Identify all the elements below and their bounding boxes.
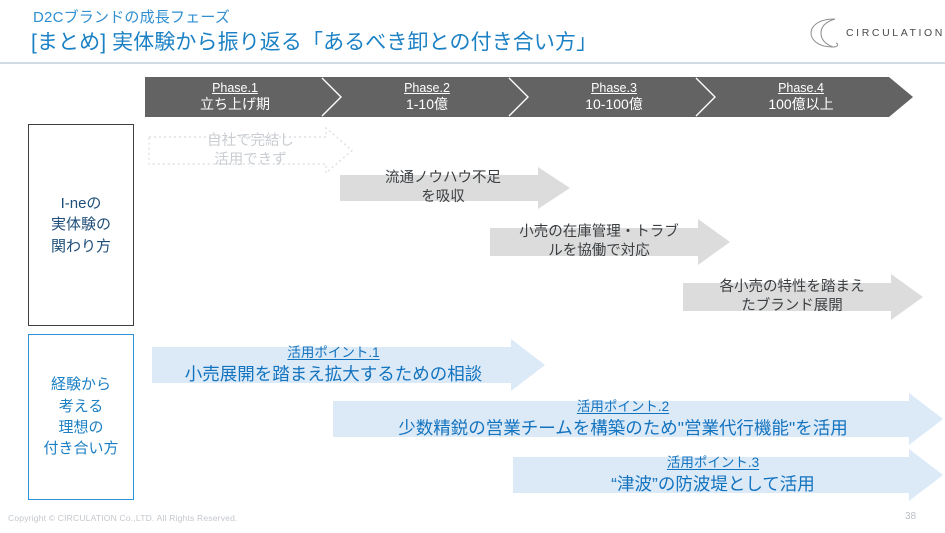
header-divider: [0, 62, 945, 64]
arrow-body: 小売展開を踏まえ拡大するための相談: [184, 363, 483, 384]
arrow-gray-3: 各小売の特性を踏まえ たブランド展開: [683, 274, 923, 320]
row-label-ideal: 経験から 考える 理想の 付き合い方: [28, 334, 134, 500]
phase-cell-1[interactable]: Phase.1 立ち上げ期: [145, 77, 325, 117]
arrow-blue-point-1: 活用ポイント.1 小売展開を踏まえ拡大するための相談: [152, 339, 545, 391]
brand-logo-text: CIRCULATION: [846, 27, 945, 39]
arrow-shape-dotted: [148, 127, 353, 174]
arrow-blue-point-3: 活用ポイント.3 “津波”の防波堤として活用: [513, 449, 943, 501]
phase-cell-3[interactable]: Phase.3 10-100億: [524, 77, 704, 117]
arrow-label-group: 活用ポイント.1 小売展開を踏まえ拡大するための相談: [152, 339, 545, 391]
arrow-title: 活用ポイント.1: [287, 345, 380, 361]
row-label-experience: I-neの 実体験の 関わり方: [28, 124, 134, 326]
arrow-shape-solid: [340, 167, 570, 209]
arrow-shape-solid: [152, 339, 545, 391]
arrow-label-group: 活用ポイント.3 “津波”の防波堤として活用: [513, 449, 943, 501]
phase-title: Phase.3: [591, 81, 637, 96]
phase-subtitle: 1-10億: [405, 95, 449, 112]
arrow-blue-point-2: 活用ポイント.2 少数精鋭の営業チームを構築のため"営業代行機能"を活用: [333, 393, 943, 445]
arrow-label: 流通ノウハウ不足 を吸収: [385, 170, 501, 205]
arrow-title: 活用ポイント.3: [666, 455, 760, 471]
phase-bar: Phase.1 立ち上げ期 Phase.2 1-10億 Phase.3 10-1…: [145, 77, 913, 117]
row-label-text: I-neの 実体験の 関わり方: [50, 195, 111, 255]
arrow-label: 小売の在庫管理・トラブ ルを協働で対応: [519, 224, 679, 259]
phase-bar-shape: [145, 77, 913, 117]
page-title: [まとめ] 実体験から振り返る「あるべき卸との付き合い方」: [31, 31, 598, 54]
arrow-gray-1: 流通ノウハウ不足 を吸収: [340, 167, 570, 209]
arrow-body: 少数精鋭の営業チームを構築のため"営業代行機能"を活用: [398, 417, 848, 438]
phase-title: Phase.1: [212, 81, 258, 96]
phase-cell-4[interactable]: Phase.4 100億以上: [711, 77, 891, 117]
row-label-text: 経験から 考える 理想の 付き合い方: [43, 376, 119, 458]
phase-subtitle: 立ち上げ期: [200, 95, 270, 112]
phase-subtitle: 10-100億: [585, 95, 643, 112]
arrow-shape-solid: [683, 274, 923, 320]
footer-page-number: 38: [905, 511, 917, 522]
footer-copyright: Copyright © CIRCULATION Co.,LTD. All Rig…: [8, 513, 238, 523]
brand-logo: CIRCULATION: [805, 13, 942, 53]
phase-cell-2[interactable]: Phase.2 1-10億: [337, 77, 517, 117]
arrow-shape-solid: [513, 449, 943, 501]
arrow-body: “津波”の防波堤として活用: [611, 473, 815, 494]
arrow-title: 活用ポイント.2: [576, 399, 670, 415]
arrow-label-group: 活用ポイント.2 少数精鋭の営業チームを構築のため"営業代行機能"を活用: [333, 393, 943, 445]
phase-subtitle: 100億以上: [768, 95, 834, 112]
arrow-label: 自社で完結し 活用できず: [207, 132, 294, 168]
arrow-shape-solid: [333, 393, 943, 445]
circulation-c-mark-icon: [810, 18, 839, 48]
phase-title: Phase.2: [404, 81, 450, 96]
phase-title: Phase.4: [778, 81, 824, 96]
arrow-gray-2: 小売の在庫管理・トラブ ルを協働で対応: [490, 219, 730, 265]
header-subtitle: D2Cブランドの成長フェーズ: [33, 9, 231, 26]
arrow-shape-solid: [490, 219, 730, 265]
arrow-label: 各小売の特性を踏まえ たブランド展開: [719, 279, 865, 314]
arrow-ghost-no-use: 自社で完結し 活用できず: [148, 127, 353, 174]
